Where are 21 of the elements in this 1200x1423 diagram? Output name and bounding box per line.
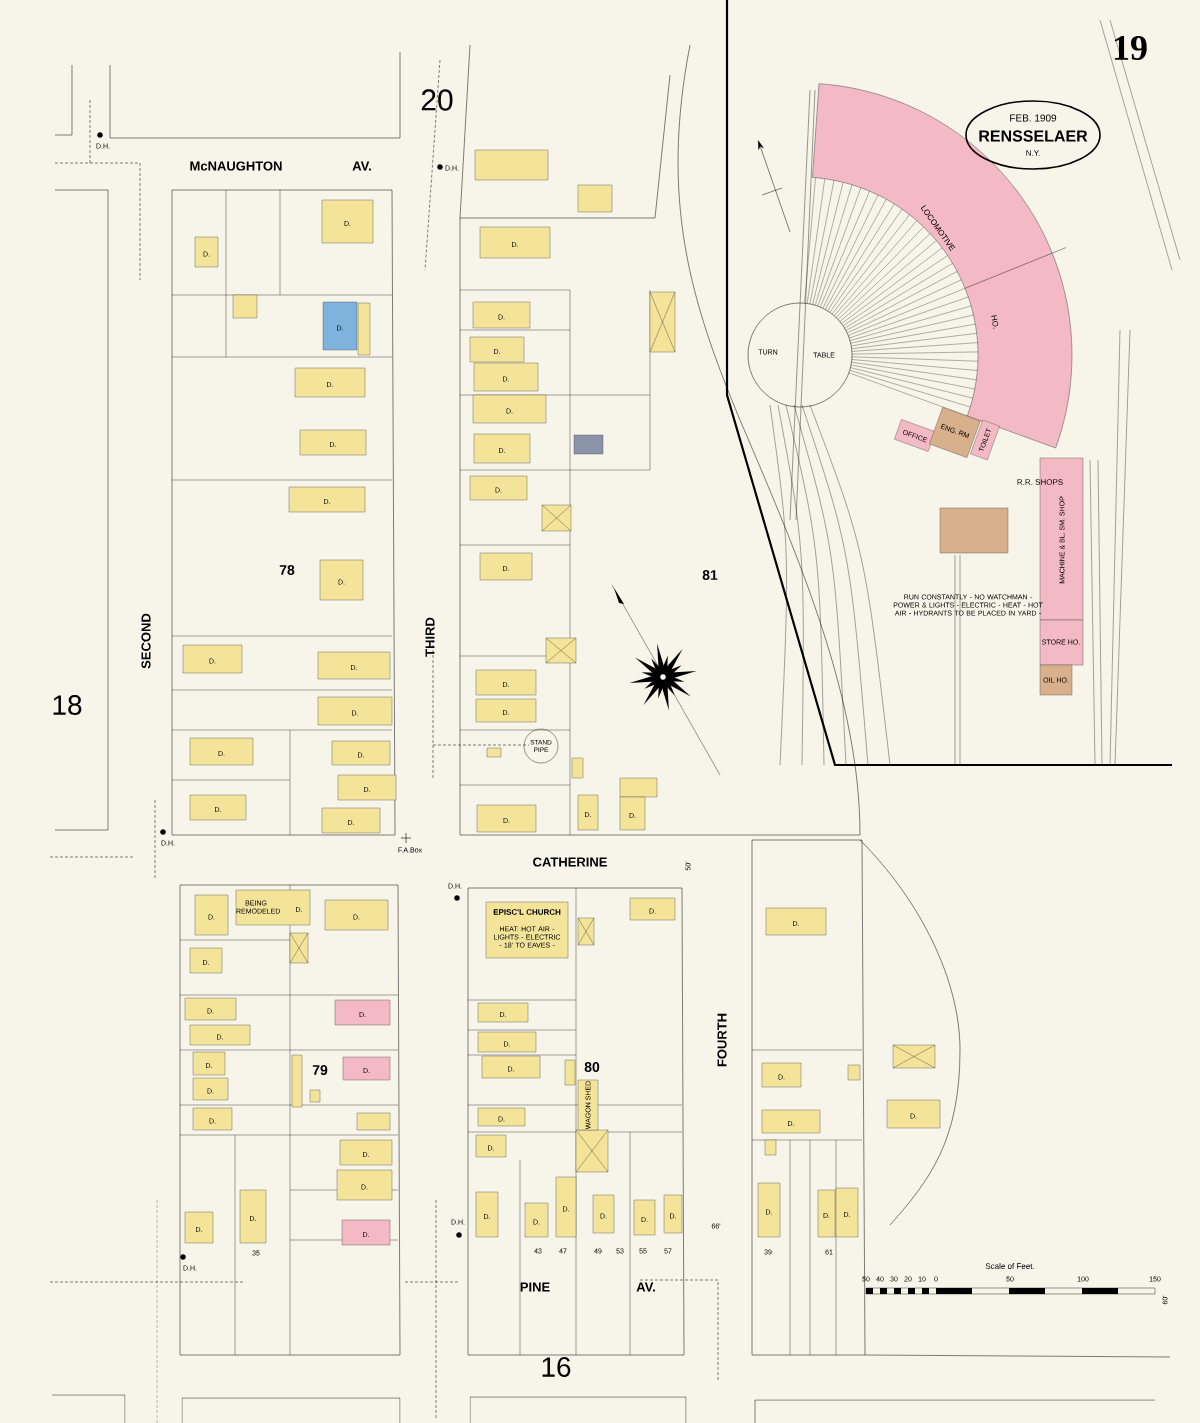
building-label: R.R. SHOPS [1017, 479, 1063, 485]
adjoining-sheet-number: 18 [53, 695, 82, 715]
title-cartouche: FEB. 1909 RENSSELAER N.Y. [965, 100, 1101, 170]
building-label: HO. [991, 315, 999, 329]
street-name: THIRD [425, 617, 435, 657]
street-name: AV. [352, 161, 371, 171]
street-name: PINE [520, 1282, 550, 1292]
street-name: AV. [636, 1282, 655, 1292]
street-name: FOURTH [717, 1013, 727, 1067]
adjoining-sheet-number: 16 [542, 1357, 571, 1377]
block-number: 79 [312, 1065, 328, 1075]
street-name: McNAUGHTON [190, 161, 282, 171]
building-label: EPISC'L CHURCH [493, 909, 561, 915]
adjoining-sheet-number: 20 [421, 89, 453, 111]
block-number: 80 [584, 1062, 600, 1072]
block-number: 78 [279, 565, 295, 575]
sheet-number: 19 [1114, 35, 1147, 61]
scale-title: Scale of Feet. [985, 1263, 1034, 1269]
block-number: 81 [702, 570, 718, 580]
street-name: SECOND [141, 613, 151, 669]
street-name: CATHERINE [533, 857, 607, 867]
